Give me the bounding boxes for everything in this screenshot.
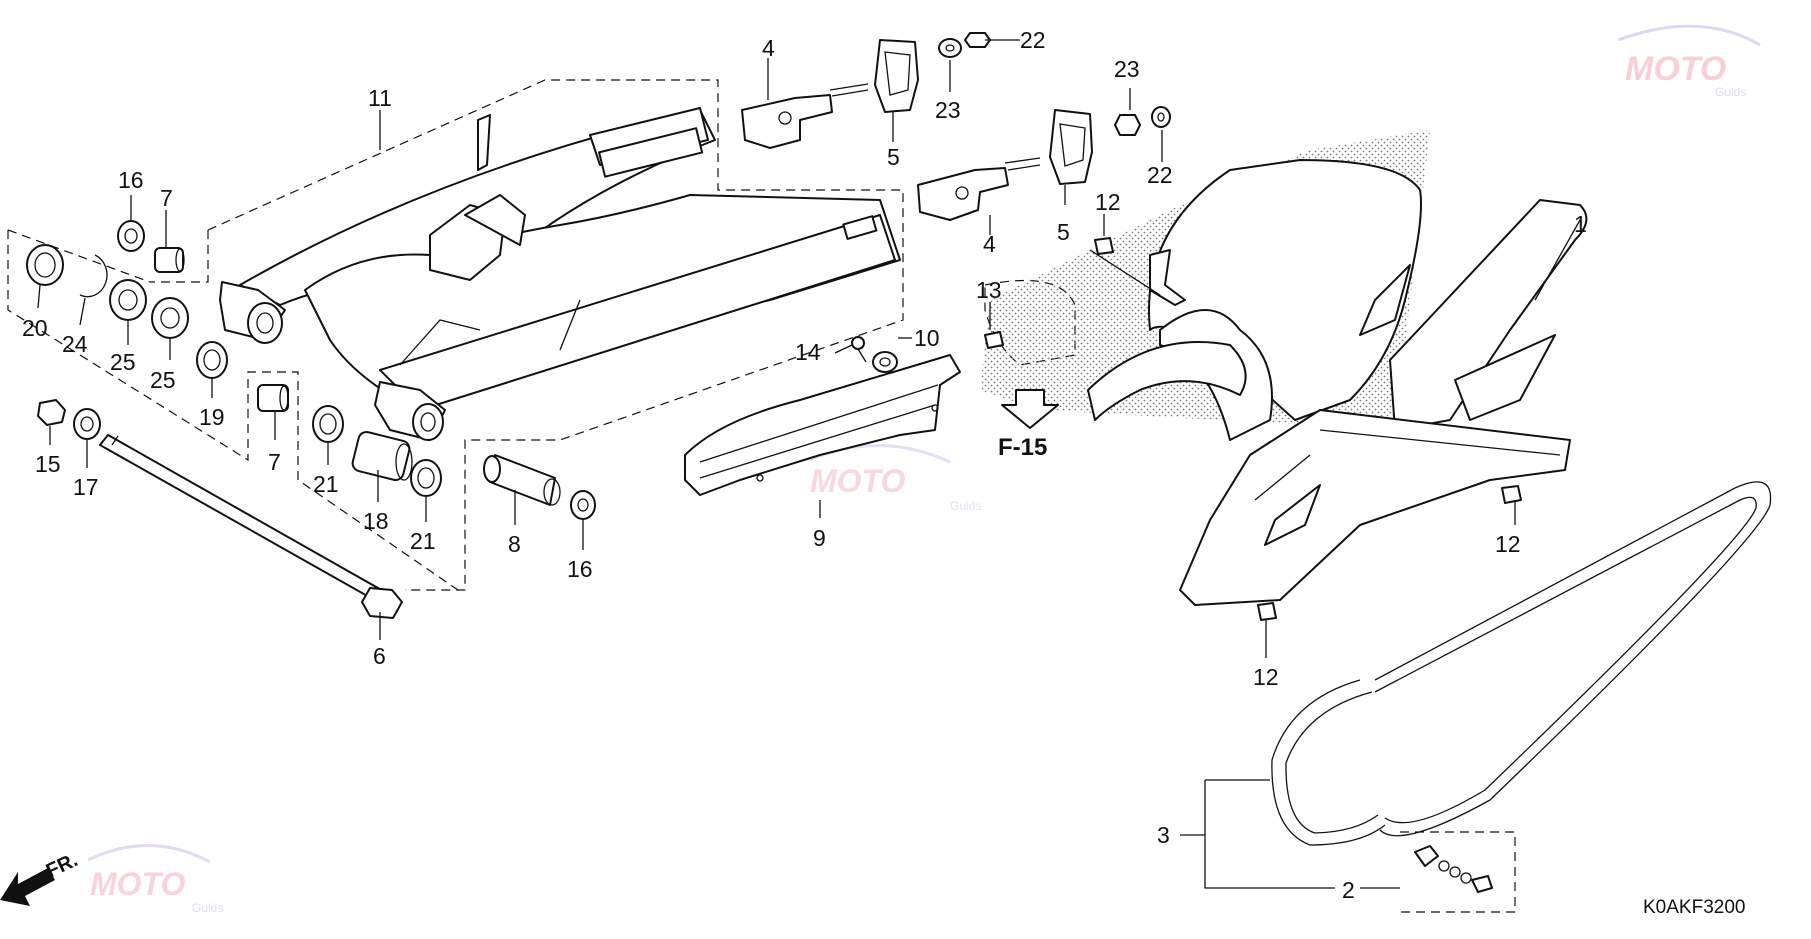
collar-7-top — [154, 247, 185, 273]
watermark-top-right: MOTO Guids — [1617, 24, 1761, 99]
adjuster-cap-lower — [1049, 109, 1093, 185]
callout-25-b: 25 — [150, 367, 176, 393]
bolt-12-top — [1094, 237, 1114, 255]
chain-adjuster-lower — [917, 157, 1041, 221]
callout-15: 15 — [35, 451, 61, 477]
reference-arrow-f15: F-15 — [998, 389, 1059, 461]
washer-16-bottom — [570, 490, 596, 520]
bearing-25-b — [151, 297, 189, 339]
callout-23-lower: 23 — [1114, 56, 1140, 82]
pivot-bolt — [99, 434, 403, 619]
callout-1: 1 — [1574, 211, 1587, 237]
pivot-boss-front — [219, 281, 286, 344]
callout-4-lower: 4 — [983, 231, 996, 257]
callout-7-mid: 7 — [268, 449, 281, 475]
watermark-brand-text: MOTO — [1625, 50, 1726, 88]
collar-7-mid — [257, 384, 289, 412]
callout-21-a: 21 — [313, 471, 339, 497]
collar-8 — [483, 454, 561, 506]
bolt-12-right — [1501, 485, 1522, 504]
reference-label-f15: F-15 — [998, 434, 1047, 461]
bearing-25-a — [109, 279, 147, 321]
washer-16-top — [117, 220, 145, 252]
callout-9: 9 — [813, 525, 826, 551]
callout-23-upper: 23 — [935, 97, 961, 123]
callout-3: 3 — [1157, 822, 1170, 848]
callout-22-lower: 22 — [1147, 162, 1173, 188]
callout-25-a: 25 — [110, 349, 136, 375]
diagram-code: K0AKF3200 — [1643, 897, 1745, 918]
callout-6: 6 — [373, 643, 386, 669]
chain-link-kit-outline — [1400, 831, 1516, 913]
watermark-bottom-left: MOTO Guids — [87, 844, 223, 915]
bolt-washer-14 — [851, 336, 867, 363]
callout-13: 13 — [976, 277, 1002, 303]
nuts-lower — [1114, 106, 1171, 136]
callout-20: 20 — [22, 315, 48, 341]
pivot-boss-rear — [374, 381, 446, 441]
circlip-24 — [79, 254, 108, 298]
callout-22-upper: 22 — [1020, 27, 1046, 53]
callout-16-top: 16 — [118, 167, 144, 193]
callouts: 1 2 3 4 4 5 5 6 7 7 8 9 10 11 12 12 12 1… — [22, 27, 1587, 903]
bearing-group-outline-left — [7, 229, 459, 591]
callout-2: 2 — [1342, 877, 1355, 903]
washer-17 — [73, 408, 101, 440]
callout-14: 14 — [795, 339, 821, 365]
callout-12-right: 12 — [1495, 531, 1521, 557]
watermark-brand-text: MOTO — [90, 866, 186, 902]
swingarm-group-outline — [150, 79, 904, 591]
bolt-13 — [984, 331, 1004, 349]
callout-11: 11 — [368, 85, 392, 111]
callout-17: 17 — [73, 474, 99, 500]
callout-24: 24 — [62, 331, 88, 357]
callout-16-bottom: 16 — [567, 556, 593, 582]
bolt-12-bottom — [1257, 602, 1277, 621]
drive-chain — [1271, 481, 1772, 846]
callout-5-upper: 5 — [887, 144, 900, 170]
callout-19: 19 — [199, 404, 225, 430]
watermark-sub-text: Guids — [1715, 85, 1746, 99]
needle-bearing-18 — [351, 431, 413, 481]
callout-7-top: 7 — [160, 185, 173, 211]
leader-lines — [37, 39, 1581, 889]
watermark-sub-text: Guids — [950, 499, 981, 513]
watermark-brand-text: MOTO — [810, 463, 906, 499]
callout-4-upper: 4 — [762, 35, 775, 61]
swingarm — [219, 107, 901, 441]
callout-5-lower: 5 — [1057, 219, 1070, 245]
seal-21-a — [312, 405, 344, 443]
seal-19 — [196, 341, 228, 379]
nut-15 — [37, 399, 66, 426]
callout-21-b: 21 — [410, 528, 436, 554]
rear-hugger-fender — [980, 130, 1588, 606]
adjuster-cap-upper — [874, 39, 919, 113]
callout-18: 18 — [363, 508, 389, 534]
chain-slider — [684, 354, 961, 496]
oil-seal-20 — [26, 244, 64, 286]
watermark-sub-text: Guids — [192, 901, 223, 915]
nuts-upper — [938, 32, 991, 58]
callout-12-bottom: 12 — [1253, 664, 1279, 690]
callout-8: 8 — [508, 531, 521, 557]
front-direction-indicator: FR. — [0, 849, 81, 906]
seal-21-b — [410, 459, 442, 497]
callout-10: 10 — [914, 325, 940, 351]
watermark-center: MOTO Guids — [809, 444, 981, 513]
collar-10 — [872, 351, 898, 373]
callout-12-top: 12 — [1095, 189, 1121, 215]
chain-adjuster-upper — [741, 83, 869, 149]
chain-link-kit — [1414, 845, 1493, 893]
